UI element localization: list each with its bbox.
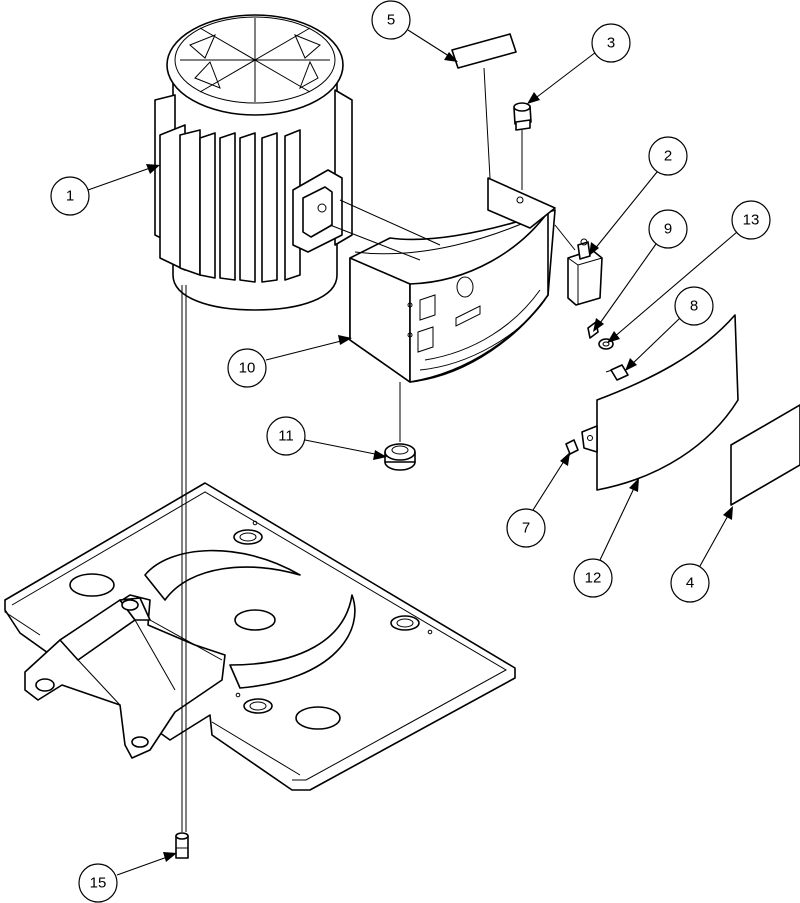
callout-11-label: 11 <box>278 428 294 445</box>
switch <box>567 238 603 306</box>
callout-11-circle <box>266 416 306 456</box>
callout-2-circle <box>648 136 688 176</box>
screw-8 <box>605 364 629 381</box>
callout-12-circle <box>573 558 613 598</box>
callout-5-circle <box>371 0 411 40</box>
callout-15-label: 15 <box>90 875 107 892</box>
label-plate <box>451 33 517 69</box>
hinge-bracket <box>24 594 226 759</box>
callout-1-circle <box>50 176 90 216</box>
callout-7-label: 7 <box>522 520 530 537</box>
switch-housing <box>349 177 556 383</box>
callout-10-circle <box>227 348 267 388</box>
callout-9-circle <box>648 209 688 249</box>
callout-3-circle <box>591 23 631 63</box>
callouts: 1 2 3 4 5 7 8 9 <box>50 0 771 903</box>
motor <box>154 14 353 311</box>
callout-13-label: 13 <box>743 212 760 229</box>
cover-plate <box>581 314 739 491</box>
callout-9-label: 9 <box>664 221 672 238</box>
grommet <box>384 443 416 471</box>
callout-7-circle <box>506 508 546 548</box>
cap <box>513 102 532 131</box>
label-card <box>730 404 800 506</box>
callout-13-circle <box>731 200 771 240</box>
assembly-lines <box>181 67 576 832</box>
callout-2-label: 2 <box>664 148 672 165</box>
callout-12-label: 12 <box>585 570 602 587</box>
callout-3-label: 3 <box>607 35 615 52</box>
callout-10-label: 10 <box>239 360 256 377</box>
callout-8-label: 8 <box>690 298 698 315</box>
bolt <box>175 832 189 859</box>
callout-15-circle <box>78 863 118 903</box>
callout-4-label: 4 <box>686 575 694 592</box>
callout-5-label: 5 <box>387 12 395 29</box>
callout-1-label: 1 <box>66 188 74 205</box>
callout-8-circle <box>674 286 714 326</box>
callout-4-circle <box>670 563 710 603</box>
